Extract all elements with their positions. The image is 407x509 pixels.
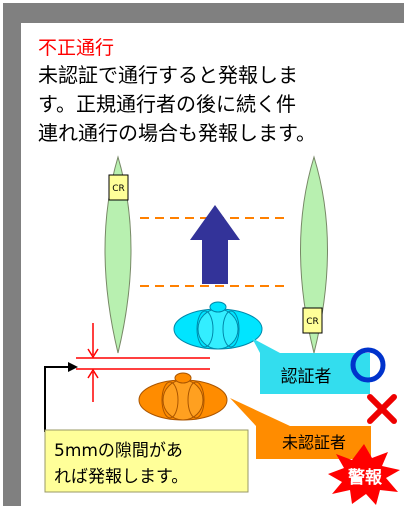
card-reader-right-label: CR bbox=[306, 317, 319, 327]
circle-ok-icon bbox=[350, 347, 386, 383]
card-reader-right bbox=[302, 307, 323, 334]
panel-title: 不正通行 bbox=[38, 37, 114, 59]
card-reader-left bbox=[108, 174, 129, 201]
gap-note-line-1: 5mmの隙間があ bbox=[54, 441, 183, 461]
gap-note-line-2: れば発報します。 bbox=[54, 467, 188, 487]
description-line-2: す。正規通行者の後に続く件 bbox=[38, 92, 296, 116]
unauthenticated-person bbox=[138, 372, 228, 421]
up-arrow-icon bbox=[190, 205, 240, 284]
cross-ng-icon bbox=[367, 394, 397, 424]
authenticated-callout bbox=[252, 338, 370, 394]
note-connector bbox=[44, 366, 74, 432]
card-reader-left-label: CR bbox=[112, 184, 125, 194]
alarm-label: 警報 bbox=[347, 467, 383, 488]
authenticated-label: 認証者 bbox=[281, 367, 332, 387]
unauthenticated-label: 未認証者 bbox=[282, 433, 346, 452]
gap-note-box bbox=[44, 429, 249, 493]
description-line-1: 未認証で通行すると発報しま bbox=[38, 63, 298, 87]
description-line-3: 連れ通行の場合も発報します。 bbox=[38, 121, 316, 145]
authenticated-person bbox=[173, 301, 263, 350]
unauthenticated-callout bbox=[230, 398, 371, 459]
left-gate bbox=[104, 155, 132, 354]
alarm-burst-icon bbox=[328, 444, 400, 505]
